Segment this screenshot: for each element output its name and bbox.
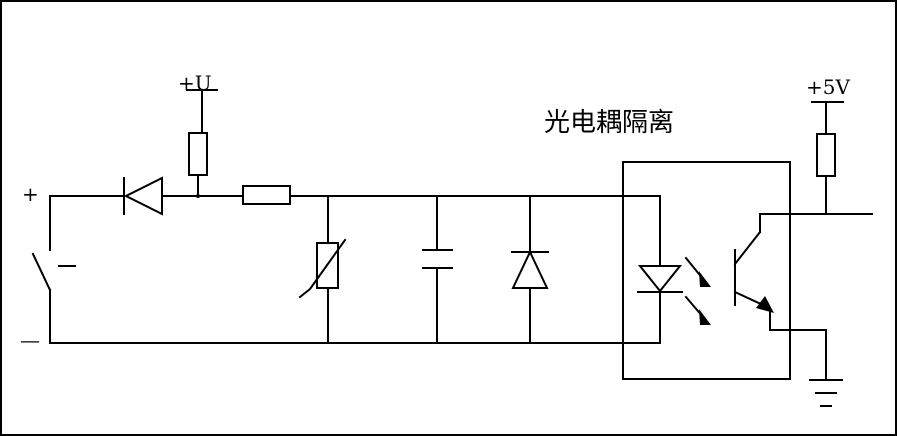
input-minus-label: — (20, 328, 40, 352)
supply-5v-label: +5V (806, 75, 850, 99)
series-resistor (242, 185, 291, 205)
capacitor (422, 195, 453, 344)
pullup-resistor-5v (811, 101, 844, 215)
input-plus-label: + (22, 182, 39, 206)
bottom-rail-wire (49, 291, 661, 344)
top-rail-wire (49, 195, 661, 266)
clamp-diode (511, 195, 549, 344)
optocoupler-title: 光电耦隔离 (544, 108, 674, 138)
junction-dot (196, 194, 200, 198)
optocoupler-box (622, 161, 791, 380)
output-wiring (759, 213, 873, 379)
varistor (298, 195, 347, 344)
optocoupler-led (637, 265, 683, 293)
phototransistor (733, 213, 774, 331)
supply-u-label: +U (178, 71, 212, 95)
light-arrows (684, 256, 711, 325)
ground-icon (809, 379, 843, 407)
pullup-resistor-u (186, 89, 218, 197)
series-diode (123, 176, 163, 216)
input-switch (31, 195, 76, 344)
